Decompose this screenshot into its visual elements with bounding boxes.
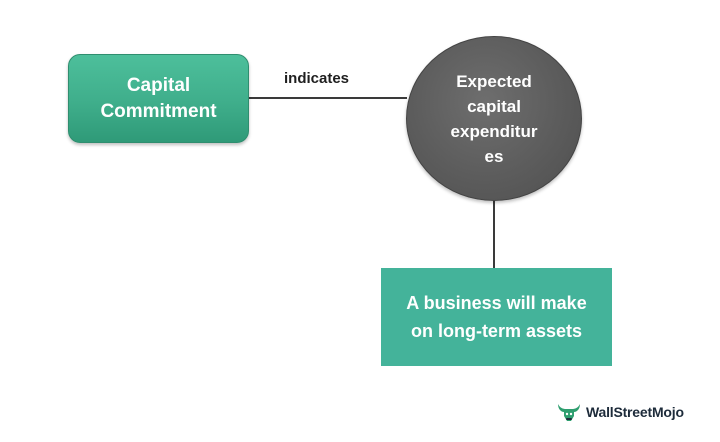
node-label-line: Commitment [100, 100, 217, 122]
connector-capex-to-business [493, 200, 495, 268]
edge-label-indicates: indicates [284, 70, 350, 87]
node-label-line: on long-term assets [410, 321, 583, 341]
node-label-line: Capital [126, 74, 191, 96]
node-label-line: Expected [456, 71, 532, 91]
bull-icon [558, 404, 580, 421]
node-label-line: expenditur [450, 121, 538, 141]
node-capital-commitment: Capital Commitment [68, 54, 249, 143]
node-expected-capital-expenditures: Expected capital expenditur es [406, 36, 582, 201]
node-label-line: A business will make [406, 293, 587, 313]
node-label-line: capital [467, 96, 521, 116]
wallstreetmojo-logo: WallStreetMojo [556, 400, 684, 424]
connector-commitment-to-capex [249, 97, 407, 99]
logo-text: WallStreetMojo [586, 404, 684, 420]
node-label-line: es [484, 146, 504, 166]
node-business-long-term-assets: A business will make on long-term assets [381, 268, 612, 366]
